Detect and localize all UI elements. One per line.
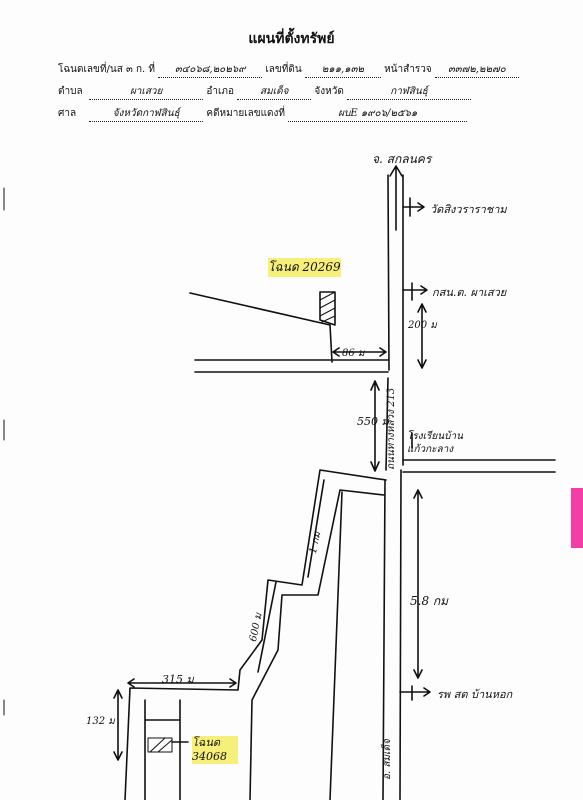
sao-connector (402, 282, 428, 301)
north-arrow (389, 165, 403, 231)
court-row: ศาล จังหวัดกาฬสินธุ์ คดีหมายเลขแดงที่ ผบ… (58, 106, 468, 122)
hospital-label: รพ สต บ้านหอก (437, 688, 513, 701)
survey-page-label: หน้าสำรวจ (384, 64, 432, 75)
case-number: ผบE ๑๙๐๖/๒๕๖๑ (288, 106, 468, 122)
document-title: แผนที่ตั้งทรัพย์ (248, 31, 335, 47)
school-label: โรงเรียนบ้านแก้วกะลาง (407, 431, 463, 455)
land-number-label: เลขที่ดิน (265, 64, 302, 75)
branch-road-outer (124, 469, 387, 800)
plot-20269-hatch (319, 291, 336, 323)
dim-600 (257, 581, 277, 673)
school-road (402, 459, 556, 473)
court-value: จังหวัดกาฬสินธุ์ (89, 106, 204, 122)
temple-label: วัดสิงวราราชาม (430, 203, 507, 216)
branch-road-inner (249, 489, 385, 800)
dim-5-8 (413, 489, 423, 679)
highway-213-label: ถนนทางหลวง 213 (386, 387, 397, 470)
temple-connector (402, 202, 425, 212)
location-row: ตำบล ผาเสวย อำเภอ สมเด็จ จังหวัด กาฬสินธ… (58, 84, 472, 100)
deed-row: โฉนดเลขที่/นส ๓ ก. ที่ ๓๔๐๖๘,๒๐๒๖๙ เลขที… (58, 62, 519, 78)
court-label: ศาล (58, 108, 77, 119)
distance-200m-label: 200 ม (408, 320, 437, 331)
tambon-label: ตำบล (58, 86, 83, 97)
distance-5-8km-label: 5.8 กม (410, 594, 449, 608)
plot-20269 (189, 291, 336, 363)
pink-sticky-tab (571, 488, 583, 548)
branch-road-inner2 (329, 491, 343, 800)
province-value: กาฬสินธุ์ (347, 84, 472, 100)
dim-315 (127, 678, 237, 688)
survey-page-number: ๓๓๗๒,๒๒๗๐ (434, 62, 519, 78)
sao-office-label: กสน.ต. ผาเสวย (432, 286, 507, 299)
land-number: ๒๑๑,๑๓๒ (304, 62, 381, 78)
north-destination-label: จ. สกลนคร (372, 152, 432, 166)
hospital-connector (399, 687, 431, 697)
deed-label: โฉนดเลขที่/นส ๓ ก. ที่ (58, 64, 155, 75)
tambon-value: ผาเสวย (89, 84, 204, 100)
province-label: จังหวัด (314, 86, 344, 97)
deed-number: ๓๔๐๖๘,๒๐๒๖๙ (158, 62, 263, 78)
amphoe-value: สมเด็จ (237, 84, 312, 100)
dim-550 (370, 380, 380, 472)
case-label: คดีหมายเลขแดงที่ (206, 108, 286, 119)
dim-200 (417, 303, 427, 369)
deed-34068-label: โฉนด 34068 (192, 736, 238, 764)
deed-20269-label: โฉนด 20269 (268, 258, 341, 277)
dim-86 (332, 347, 387, 357)
highway-left-edge (382, 174, 390, 800)
amphoe-label: อำเภอ (206, 86, 235, 97)
side-road (194, 359, 389, 373)
distance-86m-label: 86 ม (342, 348, 365, 359)
dim-1km (307, 479, 325, 578)
distance-132m-label: 132 ม (86, 716, 115, 727)
distance-550m-label: 550 ม (357, 415, 389, 428)
dim-132 (113, 689, 123, 761)
distance-315m-label: 315 ม (162, 673, 194, 686)
highway-right-edge (399, 174, 404, 800)
plot-34068 (144, 699, 181, 800)
plot-34068-hatch (147, 737, 173, 753)
south-destination-label: อ. สมเด็จ (382, 739, 393, 780)
